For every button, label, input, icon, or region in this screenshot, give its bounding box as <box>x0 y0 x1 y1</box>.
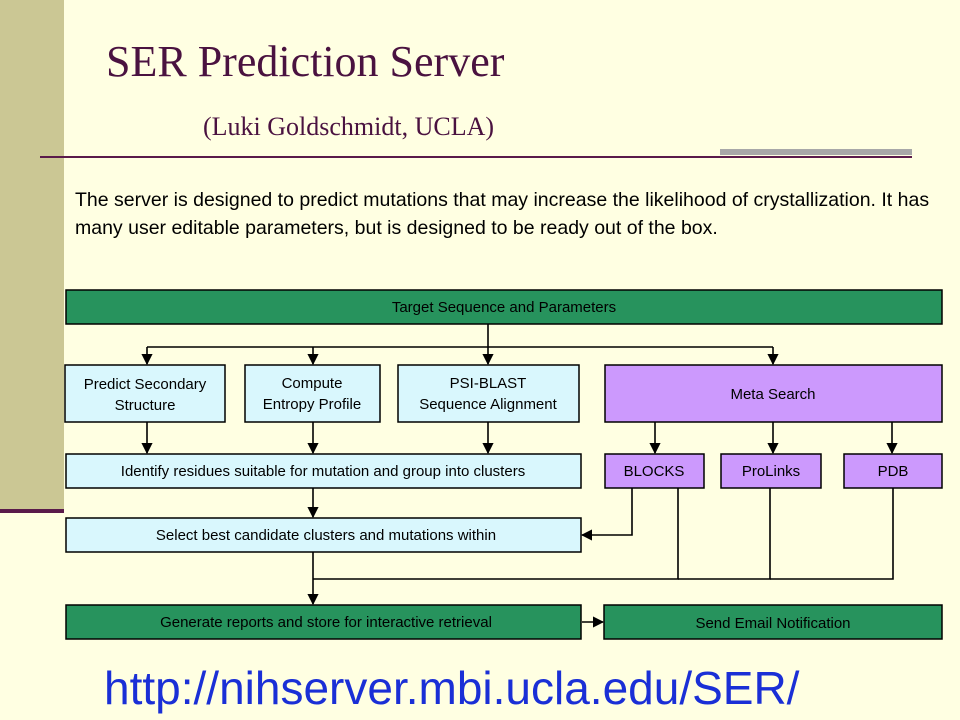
box-psiblast-label-1: PSI-BLAST <box>450 375 527 392</box>
slide-title: SER Prediction Server <box>106 37 505 86</box>
connectors <box>141 324 898 628</box>
box-send-email: Send Email Notification <box>603 604 943 640</box>
box-blocks-label: BLOCKS <box>624 463 685 480</box>
box-entropy-label-1: Compute <box>282 375 343 392</box>
box-secondary-structure: Predict Secondary Structure <box>64 364 226 423</box>
box-secondary-label-1: Predict Secondary <box>84 376 207 393</box>
box-email-label: Send Email Notification <box>695 615 850 632</box>
box-select-candidates: Select best candidate clusters and mutat… <box>65 517 582 553</box>
box-prolinks: ProLinks <box>720 453 822 489</box>
box-meta-search: Meta Search <box>604 364 943 423</box>
box-prolinks-label: ProLinks <box>742 463 800 480</box>
box-pdb-label: PDB <box>878 463 909 480</box>
box-identify-residues: Identify residues suitable for mutation … <box>65 453 582 489</box>
box-reports-label: Generate reports and store for interacti… <box>160 614 492 631</box>
sidebar-divider <box>0 509 64 513</box>
title-rule-accent <box>720 149 912 155</box>
box-blocks: BLOCKS <box>604 453 705 489</box>
box-target-label: Target Sequence and Parameters <box>392 299 616 316</box>
box-psiblast: PSI-BLAST Sequence Alignment <box>397 364 580 423</box>
slide-subtitle: (Luki Goldschmidt, UCLA) <box>203 112 495 141</box>
box-psiblast-label-2: Sequence Alignment <box>419 396 557 413</box>
box-generate-reports: Generate reports and store for interacti… <box>65 604 582 640</box>
box-entropy-label-2: Entropy Profile <box>263 396 361 413</box>
connector-blocks-to-select <box>580 488 633 541</box>
connector-prolinks-to-reports <box>678 488 771 580</box>
box-identify-label: Identify residues suitable for mutation … <box>121 463 525 480</box>
title-rule <box>40 156 912 158</box>
connector-pdb-to-reports <box>770 488 894 580</box>
slide-sidebar <box>0 0 64 513</box>
box-select-label: Select best candidate clusters and mutat… <box>156 527 496 544</box>
box-meta-label: Meta Search <box>730 386 815 403</box>
server-url-link[interactable]: http://nihserver.mbi.ucla.edu/SER/ <box>104 662 800 714</box>
box-entropy-profile: Compute Entropy Profile <box>244 364 381 423</box>
box-pdb: PDB <box>843 453 943 489</box>
box-target: Target Sequence and Parameters <box>65 289 943 325</box>
box-secondary-label-2: Structure <box>115 397 176 414</box>
intro-text: The server is designed to predict mutati… <box>75 189 930 239</box>
